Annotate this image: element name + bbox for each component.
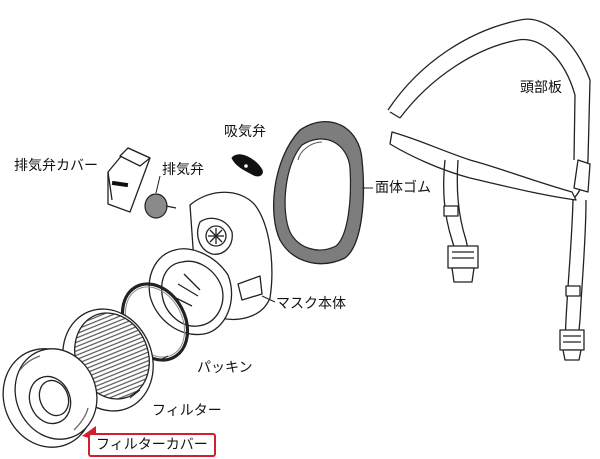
head-harness	[387, 18, 591, 361]
face-rubber-part	[272, 120, 365, 265]
label-exhaust-valve-cover: 排気弁カバー	[14, 158, 98, 174]
leader-lines	[129, 175, 373, 399]
mask-body-part	[148, 191, 273, 336]
exhaust-valve-part	[144, 193, 177, 219]
label-packing: パッキン	[197, 360, 253, 376]
intake-valve-part	[231, 154, 263, 177]
label-head-plate: 頭部板	[520, 80, 562, 96]
label-intake-valve: 吸気弁	[224, 124, 266, 140]
label-filter: フィルター	[152, 403, 222, 419]
label-filter-cover: フィルターカバー	[88, 433, 216, 457]
label-mask-body: マスク本体	[276, 296, 346, 312]
label-face-rubber: 面体ゴム	[375, 180, 431, 196]
filter-cover-part	[2, 348, 98, 448]
exhaust-valve-cover-part	[107, 147, 151, 213]
label-exhaust-valve: 排気弁	[162, 162, 204, 178]
